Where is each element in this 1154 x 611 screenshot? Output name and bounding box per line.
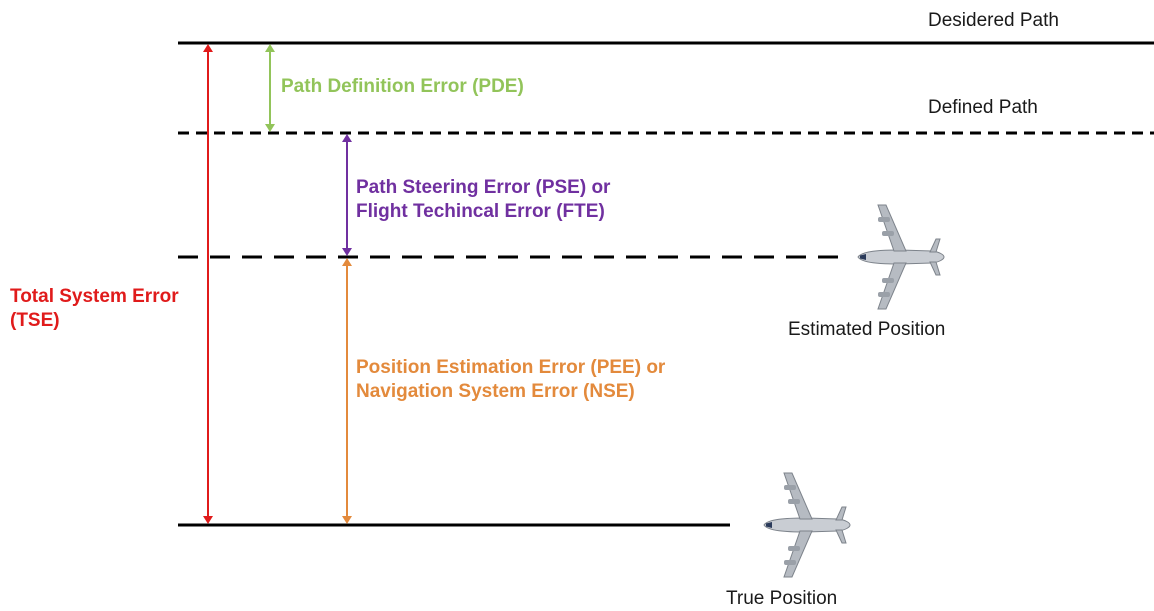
true-aircraft-icon — [763, 472, 851, 578]
pse-label: Path Steering Error (PSE) or Flight Tech… — [356, 176, 610, 224]
pde-arrow — [265, 44, 275, 132]
pee-arrow — [342, 258, 352, 524]
pse-label-line1: Path Steering Error (PSE) or — [356, 177, 611, 198]
pse-arrow — [342, 134, 352, 256]
defined-path-label: Defined Path — [928, 97, 1038, 118]
pse-label-line2: Flight Techincal Error (FTE) — [356, 200, 605, 222]
estimated-aircraft-icon — [857, 204, 945, 310]
desired-path-label: Desidered Path — [928, 10, 1059, 31]
pee-label-line2: Navigation System Error (NSE) — [356, 380, 635, 402]
pde-label-line1: Path Definition Error (PDE) — [281, 76, 524, 97]
tse-label-line2: (TSE) — [10, 309, 60, 331]
true-position-label: True Position — [726, 588, 838, 609]
pde-label: Path Definition Error (PDE) — [281, 75, 524, 99]
pee-label: Position Estimation Error (PEE) or Navig… — [356, 356, 665, 404]
pee-label-line1: Position Estimation Error (PEE) or — [356, 357, 666, 378]
estimated-position-label: Estimated Position — [788, 319, 946, 340]
tse-label-line1: Total System Error — [10, 286, 179, 307]
tse-label: Total System Error (TSE) — [10, 285, 179, 333]
tse-arrow — [203, 44, 213, 524]
